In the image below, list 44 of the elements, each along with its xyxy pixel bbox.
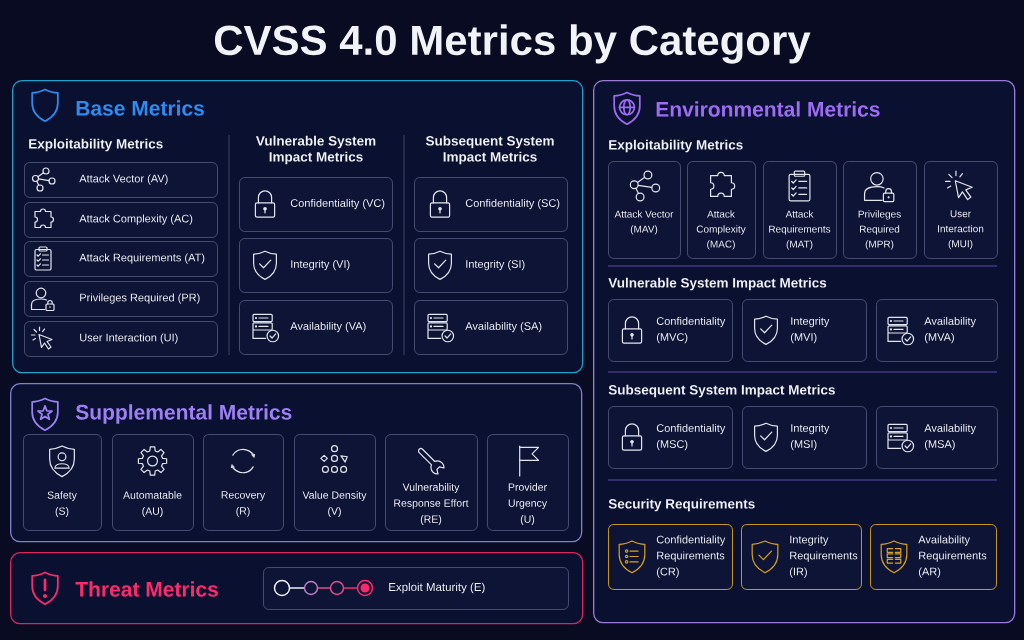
- metric-card: Confidentiality Requirements (CR): [608, 524, 733, 590]
- metric-card: Availability Requirements (AR): [870, 524, 997, 590]
- group-heading: Security Requirements: [608, 498, 755, 512]
- group-heading: Exploitability Metrics: [609, 139, 743, 153]
- section-heading: Environmental Metrics: [656, 101, 880, 117]
- metric-card: Safety (S): [23, 434, 102, 531]
- metric-card: Attack Complexity (AC): [24, 202, 218, 238]
- metric-card: Integrity (MVI): [742, 299, 867, 362]
- metric-card: User Interaction (MUI): [924, 161, 998, 259]
- metric-card: Automatable (AU): [112, 434, 194, 531]
- metric-card: Availability (SA): [414, 300, 568, 355]
- metric-card: Integrity (MSI): [742, 406, 867, 469]
- metric-card: Availability (MSA): [876, 406, 998, 469]
- metric-card: Confidentiality (VC): [239, 177, 393, 232]
- title: CVSS 4.0 Metrics by Category: [214, 24, 811, 64]
- group-heading: Subsequent System Impact Metrics: [608, 384, 835, 398]
- metric-card: Privileges Required (PR): [24, 281, 218, 317]
- metric-card: Attack Vector (AV): [24, 162, 218, 198]
- group-heading: Exploitability Metrics: [29, 138, 163, 152]
- metric-card: Confidentiality (MVC): [608, 299, 733, 362]
- metric-card: Attack Requirements (MAT): [763, 161, 837, 259]
- metric-card: Privileges Required (MPR): [843, 161, 917, 259]
- metric-card: Attack Requirements (AT): [24, 241, 218, 277]
- group-heading: Subsequent System Impact Metrics: [425, 135, 554, 165]
- metric-card: Value Density (V): [294, 434, 376, 531]
- metric-card: Recovery (R): [203, 434, 284, 531]
- metric-card: Availability (VA): [239, 300, 393, 355]
- metric-card: Confidentiality (SC): [414, 177, 568, 232]
- metric-card: Vulnerability Response Effort (RE): [385, 434, 478, 531]
- metric-card: Attack Complexity (MAC): [687, 161, 756, 259]
- metric-card: Integrity (SI): [414, 238, 568, 293]
- metric-card: Provider Urgency (U): [487, 434, 569, 531]
- metric-card: Attack Vector (MAV): [608, 161, 681, 259]
- metric-card: Integrity (VI): [239, 238, 393, 293]
- section-heading: Base Metrics: [76, 100, 204, 116]
- section-heading: Supplemental Metrics: [75, 404, 292, 424]
- metric-card: User Interaction (UI): [24, 321, 218, 357]
- metric-card: Integrity Requirements (IR): [741, 524, 862, 590]
- group-heading: Vulnerable System Impact Metrics: [255, 135, 376, 165]
- metric-card: Confidentiality (MSC): [608, 406, 733, 469]
- group-heading: Vulnerable System Impact Metrics: [608, 277, 827, 291]
- metric-card: Availability (MVA): [876, 299, 998, 362]
- metric-card: Exploit Maturity (E): [263, 567, 569, 610]
- section-heading: Threat Metrics: [75, 581, 218, 597]
